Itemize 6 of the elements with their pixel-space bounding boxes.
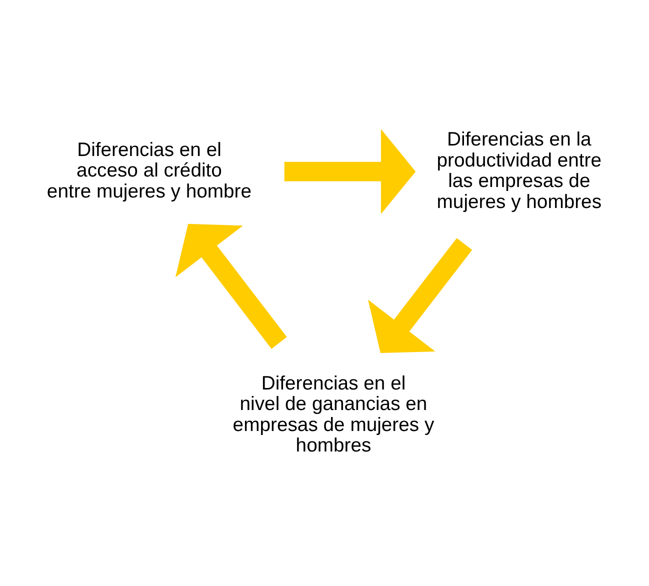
node-text: Diferencias en el acceso al crédito entre mujeres y hombre xyxy=(46,138,252,202)
arrow xyxy=(368,238,472,353)
node-text: Diferencias en la productividad entre las empresas de mujeres y hombres xyxy=(436,128,602,212)
node-text: Diferencias en el nivel de ganancias en empresas de mujeres y hombres xyxy=(232,372,434,456)
arrow xyxy=(284,128,416,214)
arrow xyxy=(175,223,287,348)
